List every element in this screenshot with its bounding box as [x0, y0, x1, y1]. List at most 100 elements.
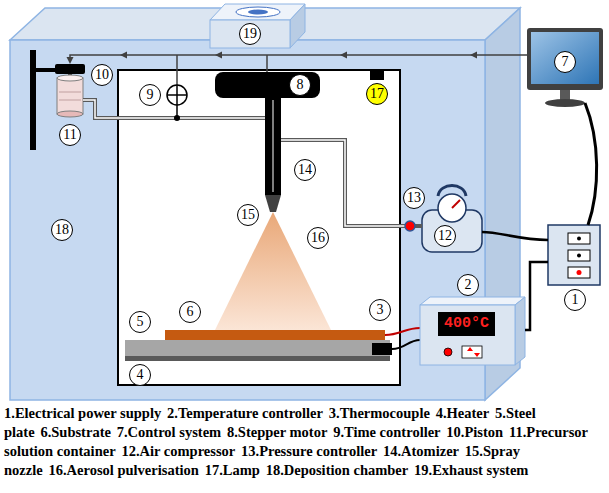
callout-number: 11: [59, 124, 81, 146]
power-cable: [525, 262, 548, 330]
controller-button: [444, 348, 452, 356]
controller-button: [462, 346, 482, 358]
node-text: 19: [243, 27, 257, 41]
monitor-neck: [560, 90, 570, 100]
air-line: [281, 140, 405, 226]
monitor-screen: [531, 32, 599, 84]
piston-block: [55, 64, 85, 74]
monitor-cable: [585, 103, 597, 225]
controller-side: [515, 297, 525, 365]
parts-list: 1.Electrical power supply2.Temperature c…: [4, 404, 605, 480]
container-top: [57, 75, 83, 81]
heater-terminal: [372, 343, 392, 355]
valve-dot: [174, 115, 180, 121]
part-list-item: 6.Substrate: [40, 424, 111, 440]
node-text: 400°C: [444, 315, 489, 332]
callout-number: 8: [289, 74, 311, 96]
exhaust-top: [210, 4, 305, 20]
aerosol-cone: [215, 212, 331, 330]
part-list-item: 18.Deposition chamber: [266, 462, 409, 478]
air-line-core: [281, 140, 405, 226]
thermocouple-wire: [385, 328, 420, 335]
callout-number: 19: [239, 23, 261, 45]
callout-number: 16: [307, 227, 329, 249]
exhaust-fan-hub: [248, 10, 268, 15]
control-wire: [266, 55, 268, 72]
exhaust-fan: [236, 7, 280, 17]
part-list-item: 3.Thermocouple: [329, 405, 430, 421]
socket-dot: [577, 237, 581, 241]
callout-number: 1: [564, 289, 586, 311]
arrow-head: [470, 52, 477, 59]
time-controller-cross: [167, 85, 187, 105]
power-cable: [482, 232, 548, 240]
temperature-controller: [420, 305, 515, 365]
socket: [568, 250, 590, 261]
part-list-item: 16.Aerosol pulverisation: [48, 462, 198, 478]
callout-number: 18: [51, 219, 73, 241]
callout-number: 6: [179, 301, 201, 323]
stepper-motor: [215, 72, 320, 98]
node-text: 2: [465, 278, 472, 292]
node-text: 8: [297, 78, 304, 92]
part-list-item: 7.Control system: [117, 424, 221, 440]
piston-arm: [36, 68, 58, 72]
part-list-item: 12.Air compressor: [121, 443, 235, 459]
callout-number: 17: [366, 83, 388, 105]
callout-number: 7: [554, 51, 576, 73]
temperature-display: 400°C: [438, 312, 495, 336]
arrow-head: [215, 52, 222, 59]
gauge-needle: [452, 200, 460, 208]
node-text: 15: [241, 208, 255, 222]
node-text: 1: [572, 293, 579, 307]
part-list-item: 14.Atomizer: [383, 443, 459, 459]
part-list-item: 13.Pressure controller: [241, 443, 377, 459]
control-wire: [70, 55, 527, 60]
spray-nozzle: [265, 195, 281, 212]
callout-number: 10: [91, 64, 113, 86]
steel-plate: [125, 340, 390, 356]
control-wire: [176, 55, 178, 85]
part-list-item: 10.Piston: [446, 424, 503, 440]
part-list-item: 1.Electrical power supply: [4, 405, 161, 421]
node-text: 12: [438, 229, 452, 243]
callout-number: 14: [294, 159, 316, 181]
node-text: 3: [377, 303, 384, 317]
power-supply: [548, 225, 600, 285]
pressure-gauge: [438, 194, 466, 222]
pressure-controller: [405, 221, 415, 231]
node-text: 10: [95, 68, 109, 82]
part-list-item: 9.Time controller: [333, 424, 440, 440]
up-triangle: [467, 347, 473, 351]
liquid-lines: [59, 92, 81, 100]
socket-dot: [577, 254, 581, 258]
callout-number: 3: [369, 299, 391, 321]
exhaust-side: [290, 4, 305, 48]
node-text: 16: [311, 231, 325, 245]
node-text: 4: [137, 368, 144, 382]
callout-number: 5: [129, 311, 151, 333]
atomizer: [265, 98, 281, 195]
exhaust-front: [210, 20, 290, 48]
node-text: 17: [370, 87, 384, 101]
down-triangle: [474, 353, 480, 357]
monitor-bezel: [527, 28, 603, 90]
container-bottom: [57, 111, 83, 117]
node-text: 18: [55, 223, 69, 237]
part-list-item: 8.Stepper motor: [227, 424, 327, 440]
node-text: 11: [63, 128, 76, 142]
callout-number: 2: [457, 274, 479, 296]
substrate: [165, 330, 385, 340]
node-text: 7: [562, 55, 569, 69]
part-list-item: 17.Lamp: [205, 462, 260, 478]
node-text: 6: [187, 305, 194, 319]
piston-rail: [30, 50, 36, 150]
node-text: 9: [147, 88, 154, 102]
heater-wire: [392, 340, 420, 349]
arrow-head: [120, 52, 127, 59]
solution-container: [57, 78, 83, 114]
arrow-head: [340, 52, 347, 59]
arrow-head: [67, 57, 74, 64]
time-controller-symbol: [167, 85, 187, 105]
